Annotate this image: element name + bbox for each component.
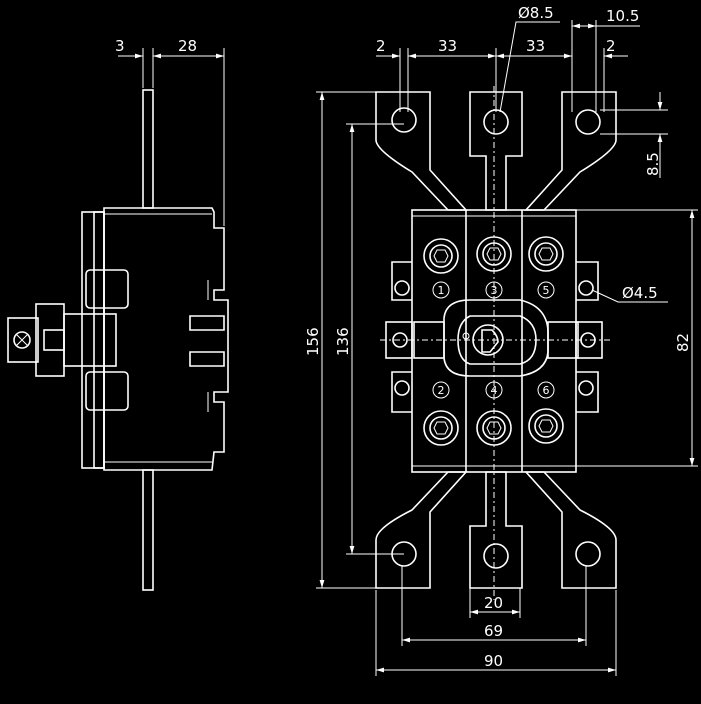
- terminal-bottom-left: [375, 471, 468, 589]
- dim-33-left: 33: [438, 37, 457, 55]
- dim-3: 3: [115, 37, 125, 55]
- side-screw-head: [7, 317, 39, 363]
- side-knob-bottom: [85, 371, 129, 411]
- side-bottom-tab: [142, 469, 154, 591]
- side-top-tab: [142, 89, 154, 209]
- dim-hole-diameter: Ø8.5: [518, 4, 554, 22]
- terminal-label-5: 5: [543, 284, 550, 297]
- terminal-label-6: 6: [543, 384, 550, 397]
- dim-136: 136: [334, 327, 352, 356]
- dimensions-left: 156 136: [304, 91, 404, 589]
- terminal-hole-icon: [391, 107, 417, 133]
- side-view: 3 28: [7, 37, 229, 591]
- dimensions-bottom: 20 69 90: [375, 566, 617, 676]
- dim-82: 82: [674, 333, 692, 352]
- dim-2-right: 2: [606, 37, 616, 55]
- terminal-bottom-center: [469, 471, 523, 589]
- side-body: [103, 207, 229, 471]
- side-knob-top: [85, 269, 129, 309]
- terminal-label-2: 2: [438, 384, 445, 397]
- dimensions-top: 2 33 33 2 10.5 Ø8.5 8.5: [376, 4, 668, 178]
- front-view: 1 3 5 2 4 6: [304, 4, 698, 676]
- side-handle-base: [35, 303, 65, 377]
- dim-69: 69: [484, 622, 503, 640]
- dim-90: 90: [484, 652, 503, 670]
- screw-boss-row-bottom: [423, 408, 564, 446]
- mount-hole-icon: [394, 280, 410, 296]
- terminal-label-3: 3: [491, 284, 498, 297]
- dim-20: 20: [484, 594, 503, 612]
- dim-33-right: 33: [526, 37, 545, 55]
- dim-10-5: 10.5: [606, 7, 639, 25]
- terminal-label-1: 1: [438, 284, 445, 297]
- dim-28: 28: [178, 37, 197, 55]
- dim-mount-diameter: Ø4.5: [622, 284, 658, 302]
- rotary-handle: [413, 299, 579, 377]
- side-plate: [81, 211, 105, 469]
- dimensions-right: 82 Ø4.5: [576, 209, 698, 467]
- terminal-top-left: [375, 91, 468, 211]
- terminal-bottom-right: [524, 471, 617, 589]
- dim-8-5-vertical: 8.5: [644, 152, 662, 176]
- dim-156: 156: [304, 327, 322, 356]
- side-handle: [63, 313, 117, 367]
- dim-2-left: 2: [376, 37, 386, 55]
- screw-icon: [13, 331, 31, 349]
